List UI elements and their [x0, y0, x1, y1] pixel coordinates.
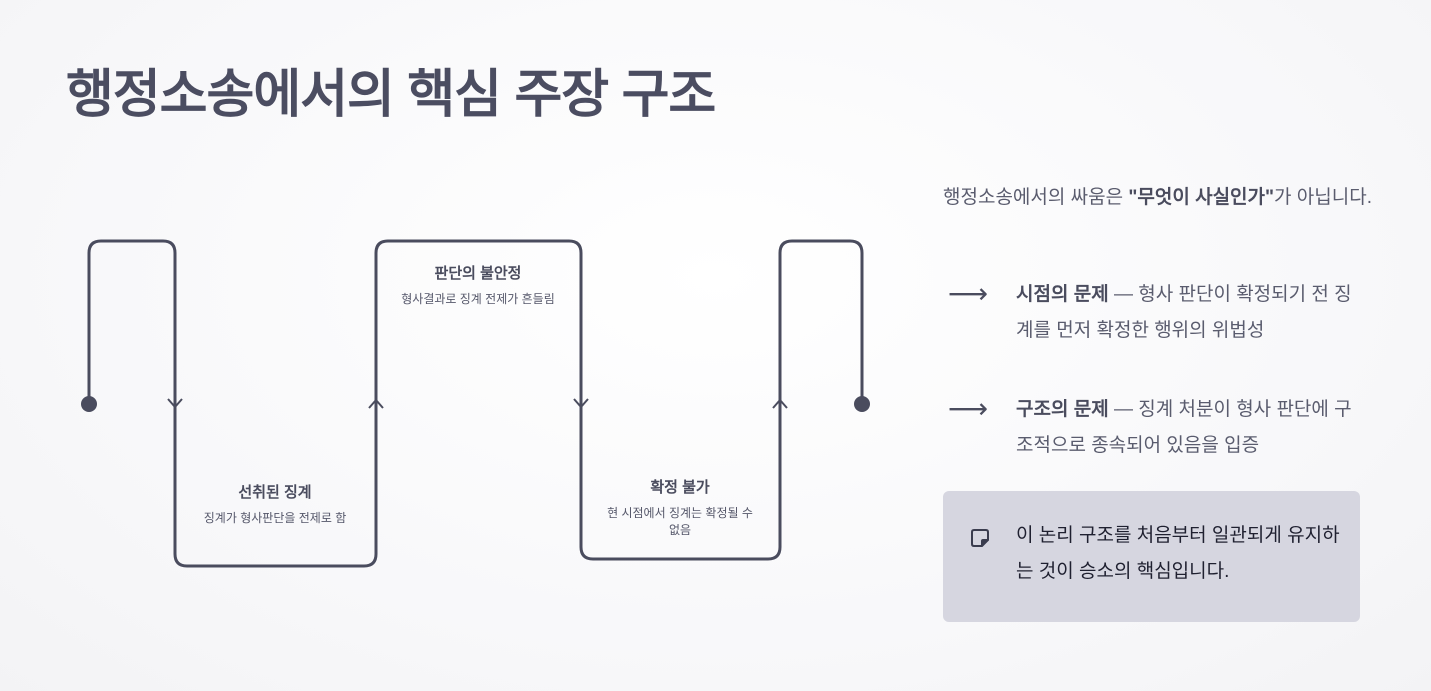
chevron-down-icon [573, 398, 589, 409]
key-note-callout: 이 논리 구조를 처음부터 일관되게 유지하는 것이 승소의 핵심입니다. [943, 491, 1360, 622]
chevron-up-icon [772, 398, 788, 409]
flow-node-not-finalizable: 확정 불가 현 시점에서 징계는 확정될 수 없음 [600, 476, 760, 539]
chevron-down-icon [167, 398, 183, 409]
arrow-right-icon: ⟶ [948, 278, 989, 309]
intro-prefix: 행정소송에서의 싸움은 [943, 187, 1129, 208]
chevron-up-icon [368, 398, 384, 409]
flow-node-unstable-judgment: 판단의 불안정 형사결과로 징계 전제가 흔들림 [398, 262, 558, 308]
point-title: 구조의 문제 [1016, 399, 1109, 420]
note-text: 이 논리 구조를 처음부터 일관되게 유지하는 것이 승소의 핵심입니다. [1016, 525, 1340, 582]
node-heading: 확정 불가 [650, 479, 710, 496]
start-dot [81, 396, 97, 412]
flow-line [87, 239, 864, 568]
point-text: — 징계 처분이 형사 판단에 구조적으로 종속되어 있음을 입증 [1016, 399, 1352, 456]
node-heading: 선취된 징계 [238, 484, 312, 501]
node-description: 현 시점에서 징계는 확정될 수 없음 [607, 506, 753, 537]
intro-emphasis: "무엇이 사실인가" [1128, 187, 1275, 208]
node-heading: 판단의 불안정 [434, 265, 522, 282]
page-title: 행정소송에서의 핵심 주장 구조 [66, 66, 716, 124]
sticky-note-icon [971, 529, 989, 547]
node-description: 형사결과로 징계 전제가 흔들림 [401, 292, 555, 306]
flow-node-preempted-discipline: 선취된 징계 징계가 형사판단을 전제로 함 [195, 481, 355, 527]
point-text: — 형사 판단이 확정되기 전 징계를 먼저 확정한 행위의 위법성 [1016, 284, 1352, 341]
end-dot [854, 396, 870, 412]
point-structure: ⟶ 구조의 문제 — 징계 처분이 형사 판단에 구조적으로 종속되어 있음을 … [948, 392, 1368, 464]
intro-text: 행정소송에서의 싸움은 "무엇이 사실인가"가 아닙니다. [943, 180, 1373, 216]
point-timing: ⟶ 시점의 문제 — 형사 판단이 확정되기 전 징계를 먼저 확정한 행위의 … [948, 277, 1368, 349]
arrow-right-icon: ⟶ [948, 393, 989, 424]
point-title: 시점의 문제 [1016, 284, 1109, 305]
node-description: 징계가 형사판단을 전제로 함 [203, 511, 347, 525]
intro-suffix: 가 아닙니다. [1274, 187, 1372, 208]
